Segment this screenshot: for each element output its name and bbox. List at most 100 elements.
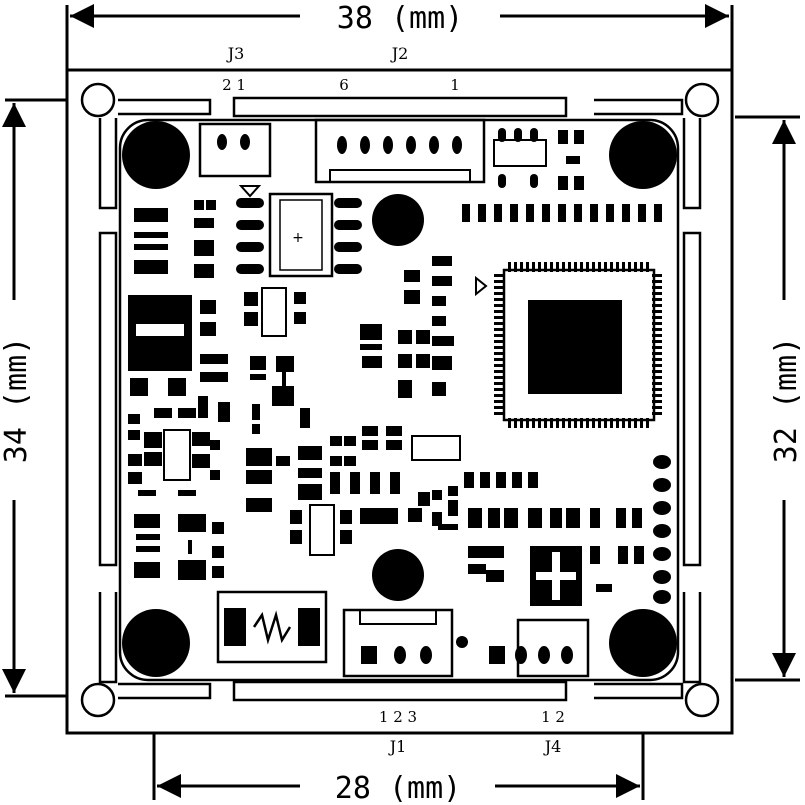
pad (330, 436, 342, 446)
pad (616, 418, 619, 428)
pad (136, 546, 160, 552)
dimension-left: 34 (mm) (0, 98, 68, 698)
pad (652, 352, 662, 355)
pad (144, 432, 162, 448)
pad (360, 344, 382, 350)
pad (290, 530, 302, 544)
pad (592, 418, 595, 428)
pad (362, 356, 382, 368)
pad (538, 262, 541, 272)
pad (494, 352, 504, 355)
pad (498, 174, 506, 188)
pad (128, 454, 142, 466)
corner-mounts (80, 82, 720, 718)
pad (640, 418, 643, 428)
pad (494, 322, 504, 325)
pad (654, 204, 662, 222)
pad (390, 472, 400, 490)
pad (486, 546, 504, 558)
pad (294, 292, 306, 304)
pad (532, 262, 535, 272)
pad (622, 262, 625, 272)
pad (632, 508, 642, 528)
connector-j2 (314, 118, 486, 184)
pad (574, 204, 582, 222)
j3-label: J3 (226, 44, 245, 63)
pad (154, 408, 172, 418)
pad (300, 408, 310, 428)
pad (494, 328, 504, 331)
pad (628, 262, 631, 272)
pad (622, 418, 625, 428)
pad (504, 508, 518, 528)
pad (532, 418, 535, 428)
pad (468, 564, 486, 574)
pad (298, 484, 322, 500)
dimension-bottom-label: 28 (mm) (335, 771, 461, 805)
switch-cross (530, 546, 582, 606)
pad (290, 510, 302, 524)
pad (634, 418, 637, 428)
pad (298, 468, 322, 478)
pad (494, 388, 504, 391)
pad (134, 232, 168, 238)
pad (494, 382, 504, 385)
pad (398, 330, 412, 344)
pad (494, 346, 504, 349)
pad (558, 204, 566, 222)
pad (640, 262, 643, 272)
pad (652, 274, 662, 277)
pad (250, 374, 266, 380)
main-ic-pins (494, 262, 662, 428)
pad (652, 304, 662, 307)
pad (432, 276, 452, 286)
pad (586, 262, 589, 272)
pad (508, 418, 511, 428)
pad (276, 456, 290, 466)
pad (520, 418, 523, 428)
pad (494, 412, 504, 415)
pad (556, 418, 559, 428)
pad (432, 490, 442, 500)
pad (574, 130, 584, 144)
connector-j3 (198, 122, 272, 198)
pad (494, 316, 504, 319)
pad (604, 418, 607, 428)
pad (144, 452, 162, 466)
pad (360, 508, 382, 524)
j2-pin-last: 1 (450, 76, 460, 94)
pad (200, 300, 216, 314)
pad (246, 498, 272, 512)
pad (488, 508, 500, 528)
pad (494, 370, 504, 373)
pad (574, 176, 584, 190)
dimension-right-label: 32 (mm) (769, 337, 804, 463)
pad (530, 128, 538, 142)
pad (200, 322, 216, 336)
mounting-holes (122, 121, 677, 677)
pad (616, 262, 619, 272)
pad (494, 334, 504, 337)
pad (494, 286, 504, 289)
pad (550, 508, 562, 528)
pad (652, 334, 662, 337)
pad (566, 508, 580, 528)
pad (590, 508, 600, 528)
pad (634, 262, 637, 272)
pad (652, 346, 662, 349)
pad (432, 296, 446, 306)
pad (214, 372, 228, 382)
pad (550, 418, 553, 428)
pad (294, 312, 306, 324)
pad (212, 546, 224, 558)
pad (298, 446, 322, 460)
j4-pins: 1 2 (541, 708, 565, 726)
pad (438, 524, 458, 530)
main-ic (475, 262, 662, 428)
edge-strips (98, 96, 702, 702)
pad (350, 484, 360, 494)
pad (494, 358, 504, 361)
pad (192, 432, 210, 446)
pad (210, 440, 220, 450)
j1-label: J1 (388, 737, 407, 756)
